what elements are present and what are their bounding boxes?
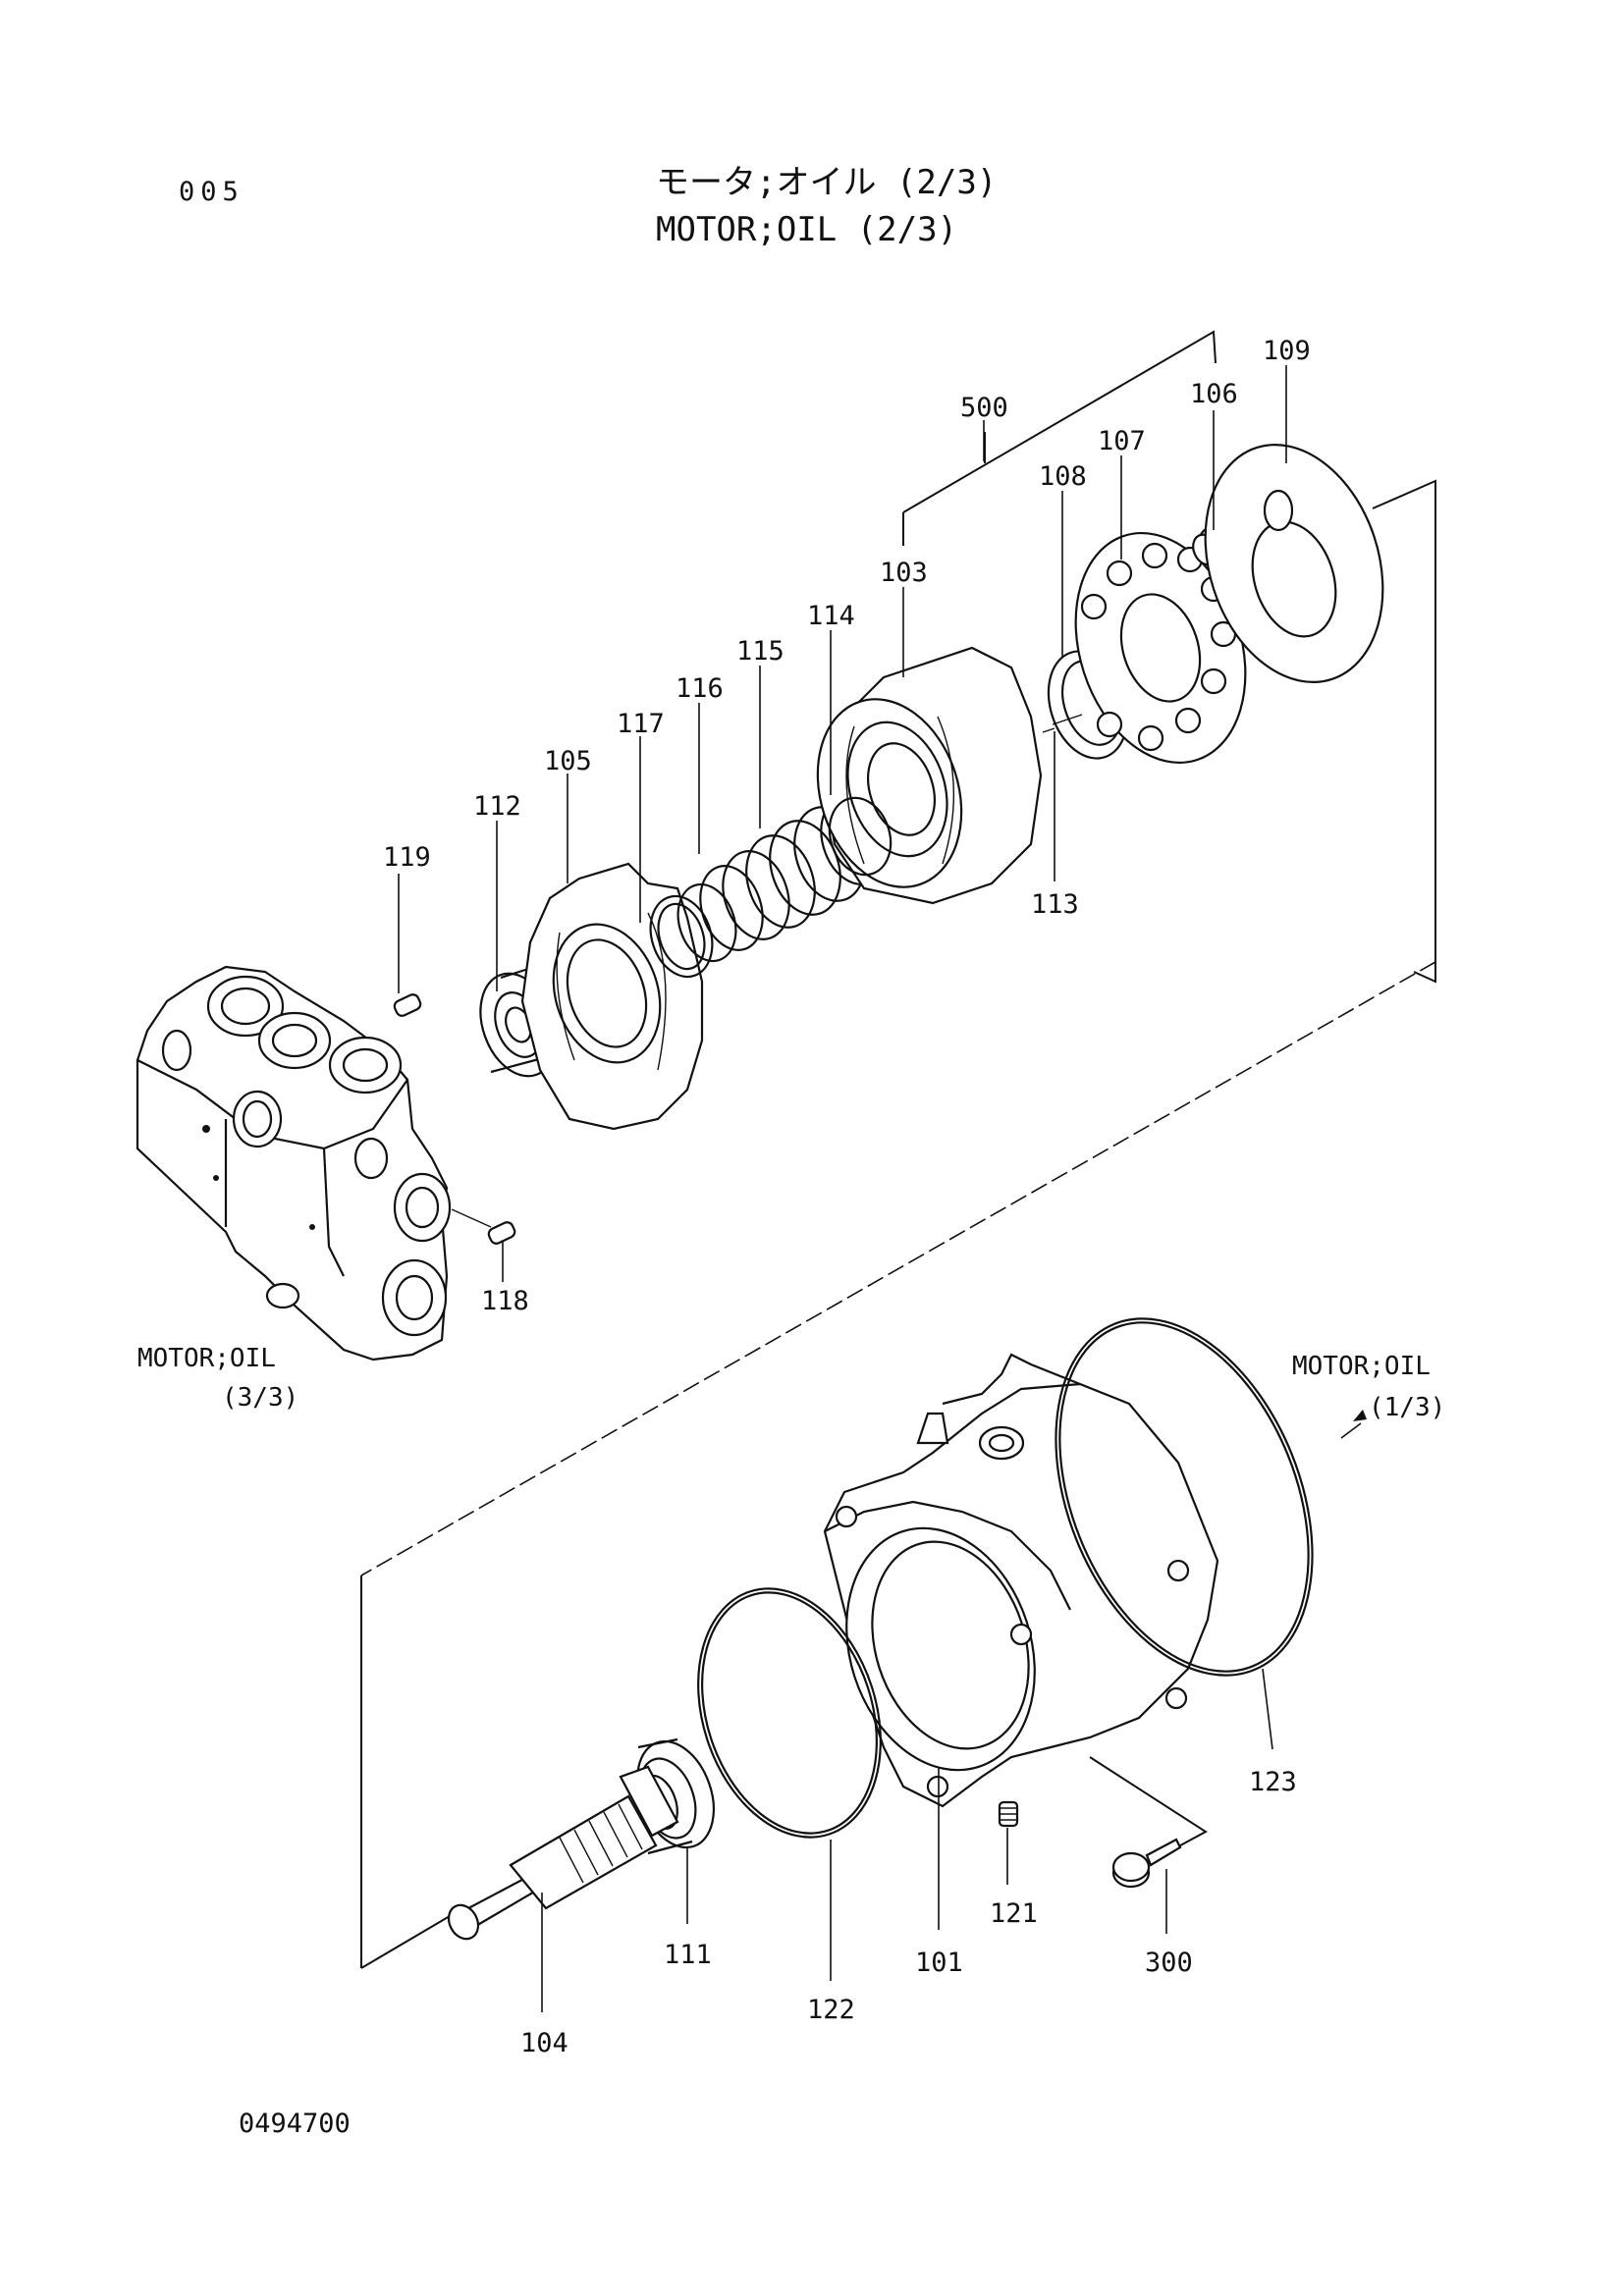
ref-left-line1: MOTOR;OIL xyxy=(137,1344,276,1373)
callout-labels: 500 109 106 107 108 103 114 115 116 117 … xyxy=(383,336,1311,2058)
callout-300: 300 xyxy=(1145,1948,1193,1978)
o-ring-123-part xyxy=(1055,1317,1314,1677)
ref-right-line1: MOTOR;OIL xyxy=(1292,1352,1431,1381)
callout-119: 119 xyxy=(383,842,431,873)
callout-113: 113 xyxy=(1031,889,1079,920)
shoe-plate-109-part xyxy=(1204,444,1384,683)
plug-121-part xyxy=(998,1800,1019,1828)
swash-plate-107-part xyxy=(1074,531,1247,765)
o-ring-122-part xyxy=(697,1587,882,1839)
title-japanese: モータ;オイル (2/3) xyxy=(656,163,998,202)
callout-116: 116 xyxy=(676,673,724,704)
drawing-number: 0494700 xyxy=(239,2109,351,2139)
ring-114-part xyxy=(828,796,893,877)
reference-notes: MOTOR;OIL (3/3) MOTOR;OIL (1/3) xyxy=(137,1344,1445,1422)
callout-500: 500 xyxy=(960,393,1008,423)
callout-121: 121 xyxy=(990,1898,1038,1929)
ref-left-line2: (3/3) xyxy=(222,1383,298,1413)
callout-114: 114 xyxy=(807,601,855,631)
callout-115: 115 xyxy=(736,636,784,667)
snap-ring-117-part xyxy=(649,894,714,979)
leader-lines xyxy=(398,365,1367,2012)
pin-119-part xyxy=(393,993,422,1017)
callout-106: 106 xyxy=(1190,379,1238,409)
callout-123: 123 xyxy=(1249,1767,1297,1797)
cylinder-block-103-part xyxy=(816,646,1043,905)
housing-101-part xyxy=(823,1353,1219,1808)
callout-101: 101 xyxy=(915,1948,963,1978)
callout-111: 111 xyxy=(664,1940,712,1970)
callout-105: 105 xyxy=(544,746,592,776)
callout-104: 104 xyxy=(520,2028,568,2058)
ref-right-line2: (1/3) xyxy=(1369,1393,1445,1422)
callout-117: 117 xyxy=(617,709,665,739)
valve-plate-105-part xyxy=(520,862,704,1131)
assembly-frame-lines xyxy=(360,330,1436,1969)
shaft-104-part xyxy=(447,1765,679,1941)
callout-109: 109 xyxy=(1263,336,1311,366)
valve-block-part xyxy=(135,965,452,1362)
page-number: 005 xyxy=(179,177,244,207)
bolt-300-part xyxy=(1111,1838,1182,1889)
callout-112: 112 xyxy=(473,791,521,822)
callout-108: 108 xyxy=(1039,461,1087,492)
spring-115-part xyxy=(676,795,889,963)
callout-103: 103 xyxy=(880,558,928,588)
pin-118-part xyxy=(451,1208,516,1245)
callout-107: 107 xyxy=(1098,426,1146,456)
title-english: MOTOR;OIL (2/3) xyxy=(656,210,958,249)
callout-122: 122 xyxy=(807,1995,855,2025)
callout-118: 118 xyxy=(481,1286,529,1316)
